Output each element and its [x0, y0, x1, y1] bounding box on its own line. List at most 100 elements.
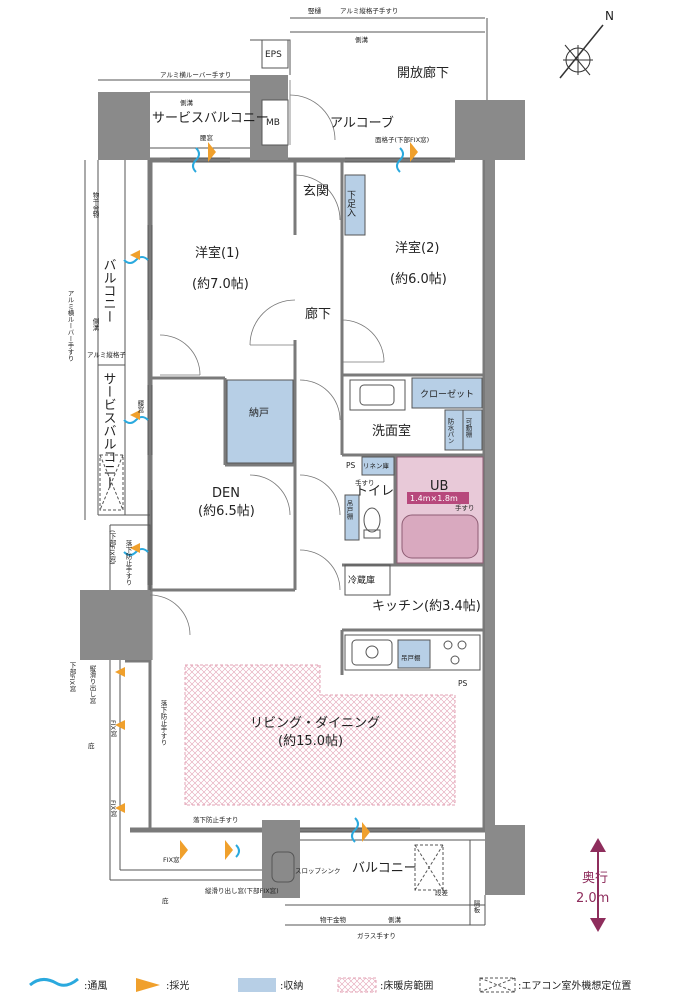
room-storage: 納戸 — [249, 406, 269, 419]
label-louver-window: 腰窓 — [200, 133, 214, 142]
left-window-bay — [109, 524, 262, 881]
label-lattice-window: 面格子(下部FIX窓) — [375, 135, 429, 144]
room-living-name: リビング・ダイニング — [250, 716, 380, 731]
depth-value: 2.0m — [576, 891, 609, 906]
label-al-lattice-top: アルミ縦格子手すり — [340, 6, 398, 15]
label-fix1: FIX窓 — [109, 720, 117, 737]
label-gutter-top: 側溝 — [355, 35, 369, 44]
room-balcony-side: バルコニー — [101, 258, 117, 323]
kitchen-counter — [344, 564, 481, 671]
label-partition: 隔板 — [472, 899, 480, 915]
toilet-fixture — [349, 379, 406, 539]
depth-label: 奥行 — [582, 871, 608, 886]
legend-storage-icon — [238, 978, 276, 992]
room-shoebox: 下足入 — [345, 190, 356, 217]
label-hanging-toilet: 吊戸棚 — [345, 500, 353, 521]
room-open-corridor: 開放廊下 — [397, 65, 449, 81]
compass-north-label: N — [605, 9, 614, 23]
legend-ac-outdoor-icon — [479, 977, 516, 993]
label-fall-prevent-bottom: 落下防止手すり — [193, 815, 239, 824]
label-drying-bottom: 物干金物 — [320, 915, 347, 924]
label-eaves2: 庇 — [162, 896, 169, 905]
legend-daylight-icon — [136, 978, 160, 992]
label-gutter-side: 側溝 — [91, 318, 99, 333]
label-gutter-bottom: 側溝 — [388, 915, 402, 924]
room-washroom: 洗面室 — [372, 423, 411, 439]
label-fall-prevent-living: 落下防止手すり — [159, 699, 167, 746]
label-sliding-window: 縦滑り出し窓 — [88, 664, 96, 705]
bathtub — [401, 514, 479, 559]
legend-ac-outdoor-label: :エアコン室外機想定位置 — [518, 979, 631, 992]
label-drying-side: 物干金物 — [91, 191, 99, 220]
room-alcove: アルコーブ — [330, 115, 394, 131]
label-al-lattice-side: アルミ縦格子 — [87, 350, 126, 359]
storage-movable-shelf — [462, 409, 483, 451]
open-corridor-area — [250, 17, 488, 146]
legend-floor-heating-icon — [337, 977, 377, 993]
label-fall-prevent-side: 落下防止手すり — [124, 539, 132, 586]
label-eps: EPS — [265, 50, 282, 60]
label-ps2: PS — [458, 679, 468, 688]
label-movable-shelf: 可動棚 — [464, 418, 472, 439]
room-western1-name: 洋室(1) — [195, 245, 239, 261]
door-swings — [149, 80, 385, 636]
room-toilet: トイレ — [355, 484, 394, 499]
storage-closet — [411, 377, 483, 409]
label-gutter-service: 側溝 — [180, 98, 194, 107]
service-balcony-top-area — [98, 79, 250, 149]
label-fix-window-left: 下部FIX窓 — [68, 662, 76, 692]
legend — [29, 977, 516, 993]
label-hanging-kitchen: 吊戸棚 — [401, 653, 421, 662]
room-hallway: 廊下 — [305, 306, 331, 322]
label-ps1: PS — [346, 461, 356, 470]
legend-storage-label: :収納 — [280, 979, 303, 992]
room-western2-size: (約6.0帖) — [390, 272, 447, 287]
depth-indicator — [590, 838, 606, 932]
room-living-size: (約15.0帖) — [278, 734, 343, 749]
label-handrail1: 手すり — [355, 478, 375, 487]
room-fridge: 冷蔵庫 — [348, 574, 375, 586]
label-al-louver-side: アルミ横ルーバー手すり — [66, 290, 74, 362]
daylight-marks — [115, 142, 418, 860]
label-al-louver-top: アルミ横ルーバー手すり — [160, 70, 231, 79]
label-handrail2: 手すり — [455, 503, 475, 512]
storage-hanging-kitchen — [397, 639, 431, 669]
storage-linen — [361, 456, 395, 476]
label-fix-window-side: (下部FIX窓) — [108, 530, 116, 565]
room-den-name: DEN — [212, 486, 240, 501]
label-wall-top: 竪樋 — [308, 6, 322, 15]
legend-daylight-label: :採光 — [166, 979, 189, 992]
room-western1-size: (約7.0帖) — [192, 277, 249, 292]
room-balcony-main: バルコニー — [352, 861, 417, 876]
legend-floor-heating-label: :床暖房範囲 — [380, 979, 433, 992]
side-balcony-area — [84, 160, 150, 520]
main-balcony-area — [271, 839, 486, 926]
label-glass-handrail: ガラス手すり — [357, 931, 396, 940]
ub-size-tag — [407, 492, 469, 504]
room-ub-size: 1.4m×1.8m — [410, 494, 458, 503]
structural-columns — [80, 75, 525, 898]
storage-shoebox — [344, 174, 366, 236]
label-fix-bottom: FIX窓 — [163, 855, 180, 864]
room-kitchen: キッチン(約3.4帖) — [372, 599, 481, 614]
room-den-size: (約6.5帖) — [198, 504, 255, 519]
label-eaves1: 庇 — [88, 741, 95, 750]
interior-walls — [148, 160, 485, 830]
room-closet: クローゼット — [420, 388, 474, 400]
room-entrance: 玄関 — [303, 184, 329, 199]
storage-hanging-toilet — [344, 494, 360, 541]
label-mb: MB — [266, 118, 280, 128]
room-service-balcony-top: サービスバルコニー — [152, 111, 269, 126]
label-step: 段差 — [435, 888, 449, 897]
label-fix2: FIX窓 — [109, 800, 117, 817]
label-louver-window2: 腰窓 — [136, 400, 144, 414]
compass — [559, 24, 604, 79]
label-waterproof-pan: 防水パン — [446, 417, 454, 444]
storage-nando — [226, 379, 294, 464]
label-linen: リネン庫 — [363, 461, 390, 470]
ventilation-marks — [123, 147, 404, 858]
legend-ventilation-label: :通風 — [84, 980, 107, 992]
room-service-balcony-side: サービスバルコニー — [101, 372, 117, 489]
room-ub-name: UB — [430, 479, 448, 494]
